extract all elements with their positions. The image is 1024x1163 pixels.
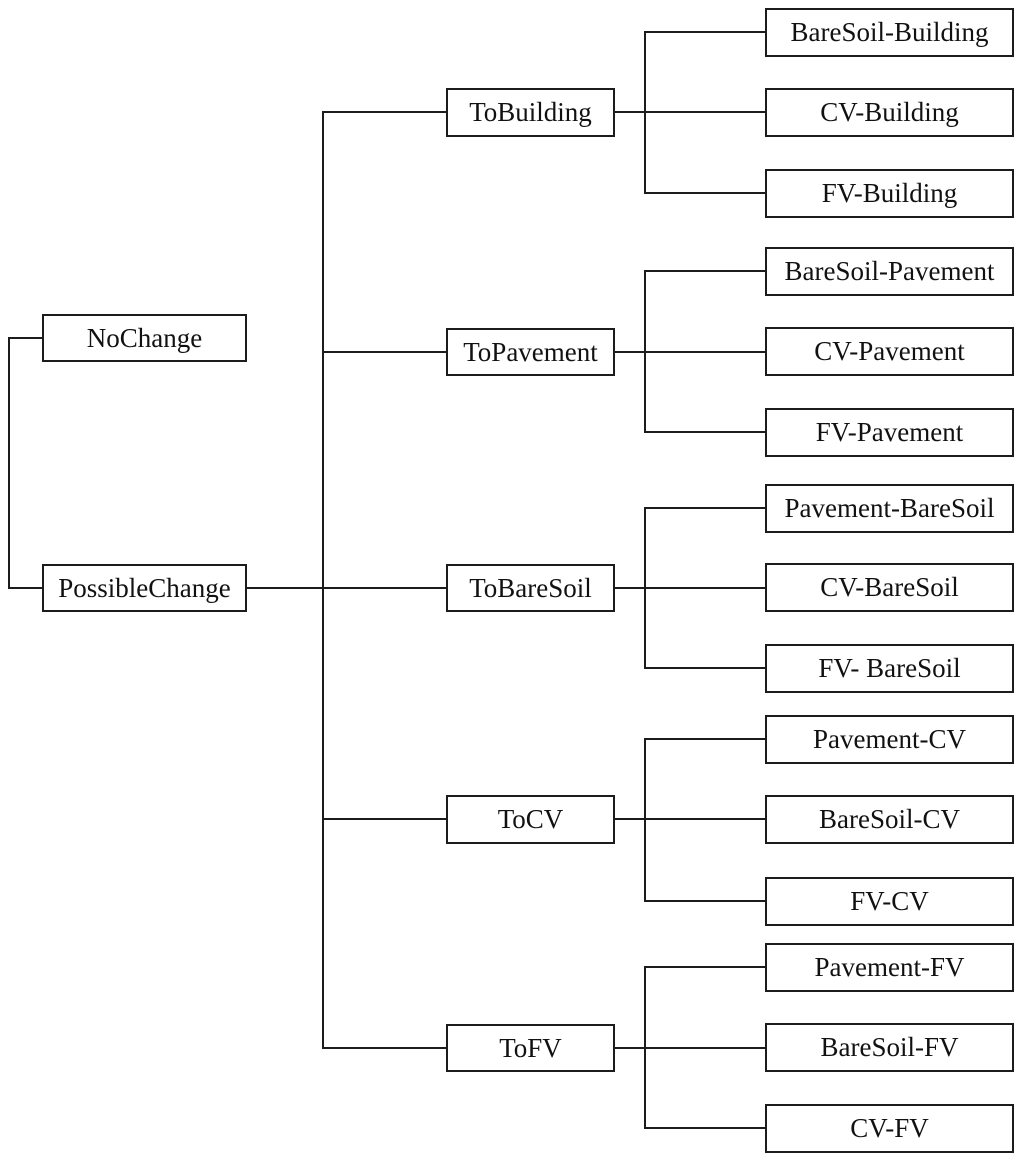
- connector-line: [615, 1047, 646, 1049]
- connector-line: [615, 818, 646, 820]
- node-topavement: ToPavement: [446, 328, 615, 376]
- connector-line: [322, 1047, 446, 1049]
- connector-line: [615, 587, 646, 589]
- connector-line: [8, 337, 10, 589]
- leaf-pavement-baresoil: Pavement-BareSoil: [765, 484, 1014, 533]
- connector-line: [644, 1127, 765, 1129]
- connector-line: [644, 507, 765, 509]
- leaf-pavement-fv: Pavement-FV: [765, 943, 1014, 992]
- connector-line: [247, 587, 446, 589]
- connector-line: [322, 111, 324, 1049]
- leaf-fv-pavement: FV-Pavement: [765, 408, 1014, 457]
- leaf-cv-building: CV-Building: [765, 88, 1014, 137]
- connector-line: [615, 351, 646, 353]
- node-tofv: ToFV: [446, 1024, 615, 1072]
- connector-line: [644, 738, 646, 902]
- leaf-baresoil-pavement: BareSoil-Pavement: [765, 247, 1014, 296]
- connector-line: [644, 900, 765, 902]
- connector-line: [8, 337, 44, 339]
- connector-line: [322, 111, 446, 113]
- connector-line: [644, 111, 765, 113]
- connector-line: [644, 738, 765, 740]
- connector-line: [644, 1047, 765, 1049]
- connector-line: [644, 587, 765, 589]
- connector-line: [322, 818, 446, 820]
- connector-line: [644, 431, 765, 433]
- connector-line: [644, 351, 765, 353]
- connector-line: [644, 667, 765, 669]
- connector-line: [644, 270, 765, 272]
- connector-line: [615, 111, 646, 113]
- connector-line: [644, 966, 765, 968]
- leaf-fv-building: FV-Building: [765, 169, 1014, 218]
- leaf-pavement-cv: Pavement-CV: [765, 715, 1014, 764]
- connector-line: [8, 587, 44, 589]
- connector-line: [644, 192, 765, 194]
- leaf-fv-cv: FV-CV: [765, 877, 1014, 926]
- leaf-baresoil-building: BareSoil-Building: [765, 8, 1014, 57]
- leaf-fv-baresoil: FV- BareSoil: [765, 644, 1014, 693]
- node-tocv: ToCV: [446, 795, 615, 844]
- leaf-cv-fv: CV-FV: [765, 1104, 1014, 1153]
- leaf-baresoil-cv: BareSoil-CV: [765, 795, 1014, 844]
- node-nochange: NoChange: [42, 314, 247, 362]
- connector-line: [322, 351, 446, 353]
- connector-line: [644, 818, 765, 820]
- leaf-baresoil-fv: BareSoil-FV: [765, 1023, 1014, 1072]
- node-possiblechange: PossibleChange: [42, 564, 247, 612]
- node-tobaresoil: ToBareSoil: [446, 564, 615, 612]
- connector-line: [644, 31, 765, 33]
- node-tobuilding: ToBuilding: [446, 88, 615, 137]
- leaf-cv-baresoil: CV-BareSoil: [765, 563, 1014, 612]
- leaf-cv-pavement: CV-Pavement: [765, 327, 1014, 376]
